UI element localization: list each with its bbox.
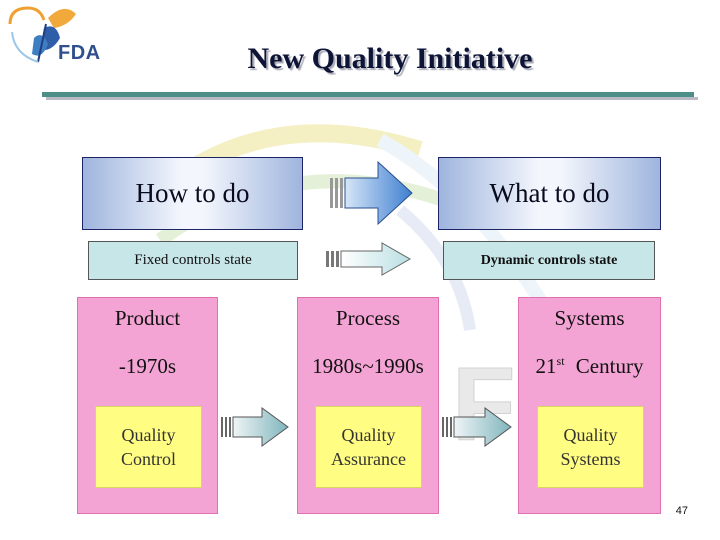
process-heading: Process bbox=[298, 306, 438, 331]
process-era: 1980s~1990s bbox=[298, 354, 438, 379]
fixed-controls-box: Fixed controls state bbox=[88, 241, 298, 280]
what-to-do-box: What to do bbox=[438, 157, 661, 230]
quality-systems-line1: Quality bbox=[560, 423, 620, 447]
dynamic-controls-label: Dynamic controls state bbox=[481, 253, 618, 269]
fda-logo-text: FDA bbox=[58, 42, 101, 65]
lower-arrow-1-icon bbox=[220, 406, 290, 448]
how-to-do-box: How to do bbox=[82, 157, 303, 230]
quality-assurance-line2: Assurance bbox=[331, 447, 406, 471]
quality-control-line2: Control bbox=[121, 447, 176, 471]
quality-systems-box: Quality Systems bbox=[537, 406, 644, 488]
title-underline bbox=[42, 92, 694, 97]
product-panel: Product -1970s Quality Control bbox=[77, 297, 218, 514]
second-right-arrow-icon bbox=[324, 242, 412, 276]
systems-era-suffix: Century bbox=[576, 354, 644, 378]
fixed-controls-label: Fixed controls state bbox=[134, 252, 251, 269]
quality-control-line1: Quality bbox=[121, 423, 176, 447]
systems-era-superscript: st bbox=[557, 354, 565, 368]
product-era: -1970s bbox=[78, 354, 217, 379]
top-right-arrow-icon bbox=[328, 160, 414, 226]
title-underline-shadow bbox=[46, 97, 698, 100]
quality-assurance-line1: Quality bbox=[331, 423, 406, 447]
slide-title: New Quality Initiative bbox=[160, 42, 620, 76]
systems-heading: Systems bbox=[519, 306, 660, 331]
page-number: 47 bbox=[676, 505, 688, 517]
process-panel: Process 1980s~1990s Quality Assurance bbox=[297, 297, 439, 514]
quality-systems-line2: Systems bbox=[560, 447, 620, 471]
systems-panel: Systems 21st Century Quality Systems bbox=[518, 297, 661, 514]
dynamic-controls-box: Dynamic controls state bbox=[443, 241, 655, 280]
quality-control-box: Quality Control bbox=[95, 406, 202, 488]
what-to-do-label: What to do bbox=[490, 178, 610, 209]
product-heading: Product bbox=[78, 306, 217, 331]
quality-assurance-box: Quality Assurance bbox=[315, 406, 422, 488]
how-to-do-label: How to do bbox=[136, 178, 250, 209]
systems-era: 21st Century bbox=[519, 354, 660, 379]
lower-arrow-2-icon bbox=[441, 406, 513, 448]
systems-era-number: 21 bbox=[536, 354, 557, 378]
